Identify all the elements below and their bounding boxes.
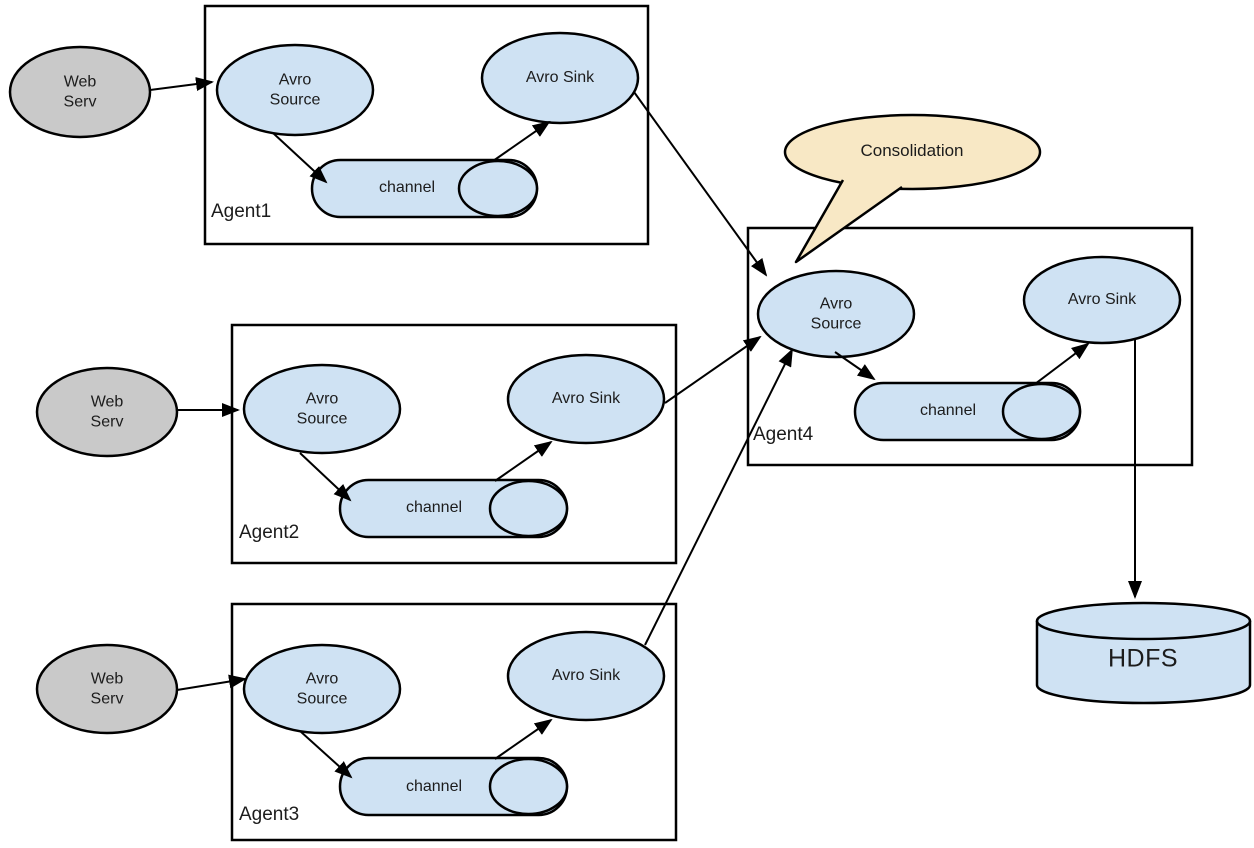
agent1-channel-end-ellipse (457, 159, 539, 218)
agent4-channel-end-ellipse (1001, 382, 1082, 441)
edge-agent2-sink-to-agent4-source (664, 335, 762, 404)
agent3-avro-sink-label: Avro Sink (551, 667, 621, 685)
consolidation-callout-label: Consolidation (860, 141, 964, 160)
agent4-avro-source-label: Avro Source (810, 295, 862, 332)
agent2-avro-source-label: Avro Source (296, 390, 348, 427)
web-serv-3-label: Web Serv (90, 670, 124, 707)
agent1-avro-sink-ellipse (480, 31, 640, 125)
agent2-avro-sink-label: Avro Sink (551, 390, 621, 408)
edge-agent3-channel-to-sink (494, 718, 553, 760)
edge-agent3-sink-to-agent4-source (644, 348, 793, 646)
agent2-name-label: Agent2 (239, 522, 300, 543)
agent4-channel-label: channel (919, 402, 977, 419)
edge-agent4-source-to-channel (834, 351, 876, 381)
hdfs-cylinder-top (1035, 601, 1252, 641)
hdfs-cylinder-body (1035, 621, 1252, 705)
edge-webserv1-to-agent1-source (149, 77, 214, 91)
agent1-name-label: Agent1 (211, 201, 272, 222)
agent3-avro-sink-ellipse (506, 630, 666, 722)
agent4-name-label: Agent4 (753, 424, 814, 445)
edge-agent2-source-to-channel (299, 452, 352, 502)
agent3-avro-source-label: Avro Source (296, 670, 348, 707)
edge-agent1-channel-to-sink (492, 120, 551, 162)
agent1-avro-source-label: Avro Source (269, 71, 321, 108)
edge-agent3-source-to-channel (299, 730, 353, 779)
agent3-channel-end-ellipse (488, 757, 569, 816)
consolidation-callout-tail (794, 179, 903, 264)
web-serv-2-label: Web Serv (90, 393, 124, 430)
agent4-avro-sink-ellipse (1022, 255, 1182, 345)
edge-agent1-source-to-channel (272, 132, 328, 184)
web-serv-1-ellipse (8, 45, 152, 139)
agent3-name-label: Agent3 (239, 804, 300, 825)
agent4-avro-source-ellipse (756, 269, 916, 359)
agent1-avro-sink-label: Avro Sink (525, 69, 595, 87)
agent2-channel-label: channel (405, 499, 463, 516)
agent2-channel-end-ellipse (488, 479, 569, 538)
edge-agent4-channel-to-sink (1034, 342, 1090, 385)
agent1-channel-label: channel (378, 179, 436, 196)
agent3-channel-label: channel (405, 778, 463, 795)
web-serv-2-ellipse (35, 366, 179, 458)
web-serv-1-label: Web Serv (63, 73, 97, 110)
consolidation-callout-bubble (783, 113, 1042, 191)
hdfs-label: HDFS (1107, 644, 1179, 673)
agent2-avro-source-ellipse (242, 363, 402, 455)
agent4-avro-sink-label: Avro Sink (1067, 291, 1137, 309)
edge-webserv3-to-agent3-source (176, 674, 247, 691)
agent1-avro-source-ellipse (215, 43, 375, 137)
agent2-avro-sink-ellipse (506, 353, 666, 445)
edge-agent2-channel-to-sink (494, 440, 553, 482)
edge-agent1-sink-to-agent4-source (633, 91, 768, 277)
agent3-avro-source-ellipse (242, 643, 402, 735)
